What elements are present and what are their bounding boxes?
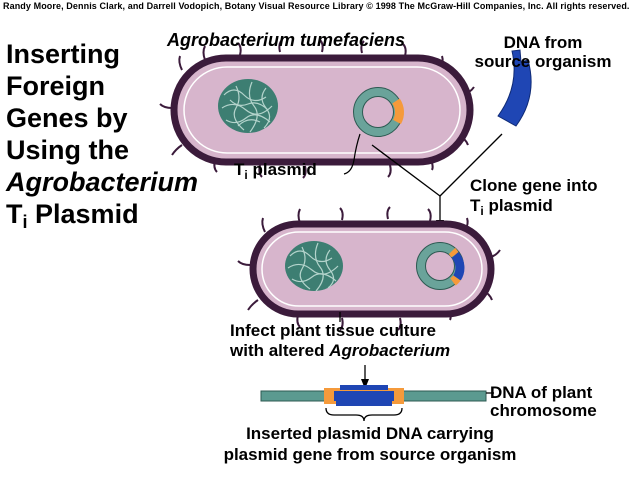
bottom-recombinant-plasmid: [416, 242, 465, 290]
ti-label-main: T: [234, 160, 245, 179]
dna-source-line-2: source organism: [474, 52, 612, 71]
dna-source-label: DNA from source organism: [453, 33, 633, 71]
top-ti-plasmid: [353, 87, 404, 137]
inserted-line-2: plasmid gene from source organism: [223, 445, 517, 464]
insert-bracket: [325, 407, 403, 422]
infect-prefix: with altered: [230, 341, 330, 360]
copyright-credit: Randy Moore, Dennis Clark, and Darrell V…: [3, 1, 630, 11]
ti-plasmid-leader-line: [343, 133, 361, 175]
clone-ti-main: T: [470, 196, 481, 215]
top-bacterial-chromosome: [218, 79, 278, 133]
infect-italic: Agrobacterium: [329, 341, 451, 360]
bottom-bacterial-chromosome: [285, 241, 343, 292]
title-ti-main: T: [6, 199, 23, 229]
infect-line-2: with altered Agrobacterium: [230, 341, 450, 361]
title-line-1: Inserting: [6, 39, 121, 69]
plant-chromosome-strip: [260, 385, 487, 406]
title-line-5: Agrobacterium: [6, 167, 199, 197]
title-ti-rest: Plasmid: [27, 199, 139, 229]
clone-step-label: Clone gene into Ti plasmid: [470, 176, 598, 221]
converging-arrow-lines: [371, 133, 503, 222]
top-bacterium-membrane: [183, 66, 461, 154]
ti-label-rest: plasmid: [247, 160, 317, 179]
clone-line-2: Ti plasmid: [470, 196, 598, 221]
clone-ti-sub: i: [480, 204, 484, 218]
clone-line-1: Clone gene into: [470, 176, 598, 195]
bottom-bacterium-membrane: [261, 231, 483, 307]
title-line-3: Genes by: [6, 103, 128, 133]
plant-dna-line-2: chromosome: [490, 401, 597, 420]
infect-arrow-head: [361, 379, 369, 389]
infect-line-1: Infect plant tissue culture: [230, 321, 436, 340]
title-line-4: Using the: [6, 135, 130, 165]
source-dna-fragment: [497, 49, 532, 127]
ti-label-sub: i: [244, 168, 248, 182]
inserted-line-1: Inserted plasmid DNA carrying: [246, 424, 494, 443]
species-label: Agrobacterium tumefaciens: [167, 30, 406, 50]
title-line-6: Ti Plasmid: [6, 198, 198, 238]
plant-dna-line-1: DNA of plant: [490, 383, 593, 402]
ti-plasmid-label: Ti plasmid: [234, 160, 317, 182]
diagram-title: Inserting Foreign Genes by Using the Agr…: [6, 38, 198, 238]
dna-source-line-1: DNA from: [503, 33, 583, 52]
title-line-2: Foreign: [6, 71, 105, 101]
infect-step-label: Infect plant tissue culture with altered…: [230, 321, 450, 361]
inserted-dna-label: Inserted plasmid DNA carrying plasmid ge…: [180, 423, 560, 465]
plant-dna-label: DNA of plant chromosome: [490, 384, 597, 420]
title-ti-sub: i: [22, 212, 28, 232]
clone-ti-rest: plasmid: [483, 196, 553, 215]
